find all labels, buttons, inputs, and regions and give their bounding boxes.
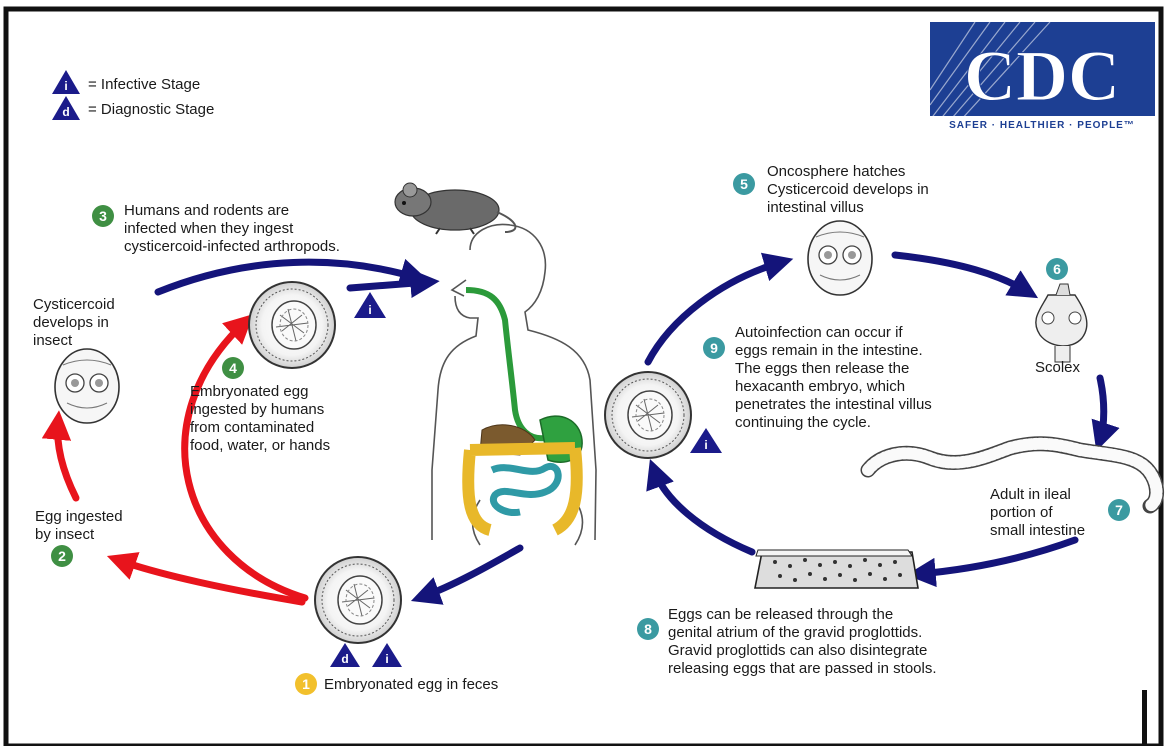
svg-text:i: i	[64, 79, 67, 93]
digestive-tract-icon	[466, 290, 582, 530]
step-1-text: Embryonated egg in feces	[324, 676, 498, 694]
step-2-text: Egg ingested by insect	[35, 508, 123, 544]
gravid-proglottids-icon	[755, 550, 918, 588]
arrow-scolex-to-adult	[1100, 378, 1104, 440]
diagnostic-marker-feces: d	[330, 643, 360, 667]
step-9-text: Autoinfection can occur if eggs remain i…	[735, 324, 932, 432]
arrow-body-to-feces-egg	[422, 548, 520, 597]
legend-diagnostic-label: = Diagnostic Stage	[88, 101, 214, 118]
step-8-text: Eggs can be released through the genital…	[668, 606, 937, 678]
svg-text:d: d	[341, 652, 348, 666]
infective-marker-feces: i	[372, 643, 402, 667]
infective-marker-egg-4: i	[354, 292, 386, 318]
arrow-adult-to-proglottids	[918, 540, 1075, 574]
cdc-tagline: SAFER · HEALTHIER · PEOPLE™	[949, 120, 1135, 131]
step-4-text: Embryonated egg ingested by humans from …	[190, 383, 330, 455]
oncosphere-villus-icon	[808, 221, 872, 295]
cdc-logo: CDC SAFER · HEALTHIER · PEOPLE™	[930, 22, 1155, 132]
step-7-text: Adult in ileal portion of small intestin…	[990, 486, 1085, 540]
svg-text:i: i	[385, 652, 388, 666]
cysticercoid-insect-icon	[55, 349, 119, 423]
infective-marker-autoinfection: i	[690, 428, 722, 453]
step-3-badge: 3	[92, 205, 114, 227]
border-tick	[1142, 690, 1147, 746]
step-9-badge: 9	[703, 337, 725, 359]
step-8-badge: 8	[637, 618, 659, 640]
step-1-badge: 1	[295, 673, 317, 695]
cdc-logo-text: CDC	[964, 36, 1120, 116]
mouse-icon	[395, 183, 515, 234]
step-2-badge: 2	[51, 545, 73, 567]
svg-text:i: i	[704, 438, 707, 452]
step-7-badge: 7	[1108, 499, 1130, 521]
arrow-insect-to-cysticercoid	[58, 422, 76, 498]
arrow-proglottids-to-autoinfection	[654, 470, 752, 552]
legend-diagnostic-icon: d	[52, 96, 80, 120]
step-5-badge: 5	[733, 173, 755, 195]
scolex-icon	[1036, 284, 1087, 362]
egg-icon-autoinfection	[605, 372, 691, 458]
arrow-oncosphere-to-scolex	[895, 255, 1028, 292]
egg-icon-stage-4	[249, 282, 335, 368]
svg-text:d: d	[62, 105, 69, 119]
egg-icon-stage-1	[315, 557, 401, 643]
step-6-text: Scolex	[1035, 359, 1080, 377]
cysticercoid-insect-label: Cysticercoid develops in insect	[33, 296, 115, 350]
svg-text:i: i	[368, 303, 371, 317]
arrow-feces-egg-to-insect	[118, 560, 302, 602]
legend-infective-icon: i	[52, 70, 80, 94]
step-5-text: Oncosphere hatches Cysticercoid develops…	[767, 163, 929, 217]
legend-infective-label: = Infective Stage	[88, 76, 200, 93]
step-6-badge: 6	[1046, 258, 1068, 280]
step-4-badge: 4	[222, 357, 244, 379]
step-3-text: Humans and rodents are infected when the…	[124, 202, 340, 256]
arrow-egg-to-mouth	[350, 282, 428, 288]
